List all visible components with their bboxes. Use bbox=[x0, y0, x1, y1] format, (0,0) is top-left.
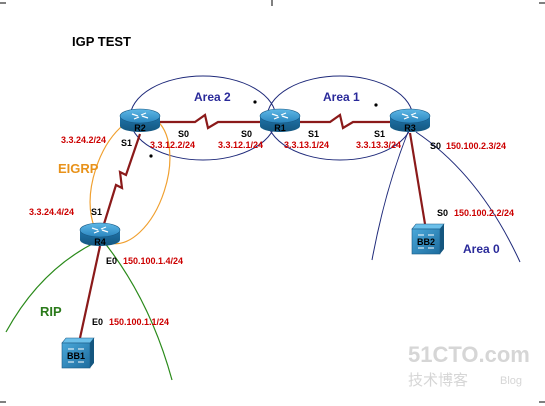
r2-s0-label: S0 bbox=[178, 129, 189, 139]
area0-label: Area 0 bbox=[463, 242, 500, 256]
area2-label: Area 2 bbox=[194, 90, 231, 104]
r1-s1-label: S1 bbox=[308, 129, 319, 139]
switch-bb1-label: BB1 bbox=[67, 351, 85, 361]
link-r3-bb2 bbox=[408, 132, 427, 225]
watermark-site: 51CTO.com bbox=[408, 342, 530, 367]
area0-outline-left bbox=[371, 131, 409, 261]
router-r1-label: R1 bbox=[274, 123, 286, 133]
r2-link-dot bbox=[149, 154, 153, 158]
bb2-s0-label: S0 bbox=[437, 208, 448, 218]
r4-s1-address: 3.3.24.4/24 bbox=[29, 207, 74, 217]
rip-outline-left bbox=[5, 241, 97, 333]
r2-s1-label: S1 bbox=[121, 138, 132, 148]
router-r2[interactable]: R2 bbox=[119, 108, 161, 133]
r1-s0-label: S0 bbox=[241, 129, 252, 139]
router-r1[interactable]: R1 bbox=[259, 108, 301, 133]
watermark: 51CTO.com 技术博客 Blog bbox=[408, 342, 530, 389]
r3-s1-address: 3.3.13.3/24 bbox=[356, 140, 401, 150]
r3-s1-label: S1 bbox=[374, 129, 385, 139]
r3-s0-label: S0 bbox=[430, 141, 441, 151]
router-r3-label: R3 bbox=[404, 123, 416, 133]
r1-s0-address: 3.3.12.1/24 bbox=[218, 140, 263, 150]
r4-e0-address: 150.100.1.4/24 bbox=[123, 256, 183, 266]
watermark-blog: Blog bbox=[500, 375, 522, 387]
area0-outline-right bbox=[415, 131, 521, 263]
switch-bb1[interactable]: BB1 bbox=[61, 337, 95, 369]
router-r3[interactable]: R3 bbox=[389, 108, 431, 133]
link-r2-r4 bbox=[102, 133, 142, 225]
rip-outline-right bbox=[103, 241, 173, 381]
r4-s1-label: S1 bbox=[91, 207, 102, 217]
r2-s0-address: 3.3.12.2/24 bbox=[150, 140, 195, 150]
rip-label: RIP bbox=[40, 304, 62, 319]
r2-s1-address: 3.3.24.2/24 bbox=[61, 135, 106, 145]
router-r4[interactable]: R4 bbox=[79, 222, 121, 247]
bb1-e0-address: 150.100.1.1/24 bbox=[109, 317, 169, 327]
page-title: IGP TEST bbox=[72, 34, 131, 49]
switch-bb2-label: BB2 bbox=[417, 237, 435, 247]
area1-marker-dot bbox=[374, 103, 378, 107]
r3-s0-address: 150.100.2.3/24 bbox=[446, 141, 506, 151]
area1-label: Area 1 bbox=[323, 90, 360, 104]
area2-marker-dot bbox=[253, 100, 257, 104]
r1-s1-address: 3.3.13.1/24 bbox=[284, 140, 329, 150]
bb1-e0-label: E0 bbox=[92, 317, 103, 327]
eigrp-label: EIGRP bbox=[58, 161, 99, 176]
router-r4-label: R4 bbox=[94, 237, 106, 247]
bb2-s0-address: 150.100.2.2/24 bbox=[454, 208, 514, 218]
link-r1-r3 bbox=[300, 113, 390, 130]
router-r2-label: R2 bbox=[134, 123, 146, 133]
r4-e0-label: E0 bbox=[106, 256, 117, 266]
link-r2-r1 bbox=[152, 113, 262, 130]
link-r4-bb1 bbox=[78, 245, 102, 339]
switch-bb2[interactable]: BB2 bbox=[411, 223, 445, 255]
watermark-blog-cn: 技术博客 bbox=[408, 372, 468, 389]
